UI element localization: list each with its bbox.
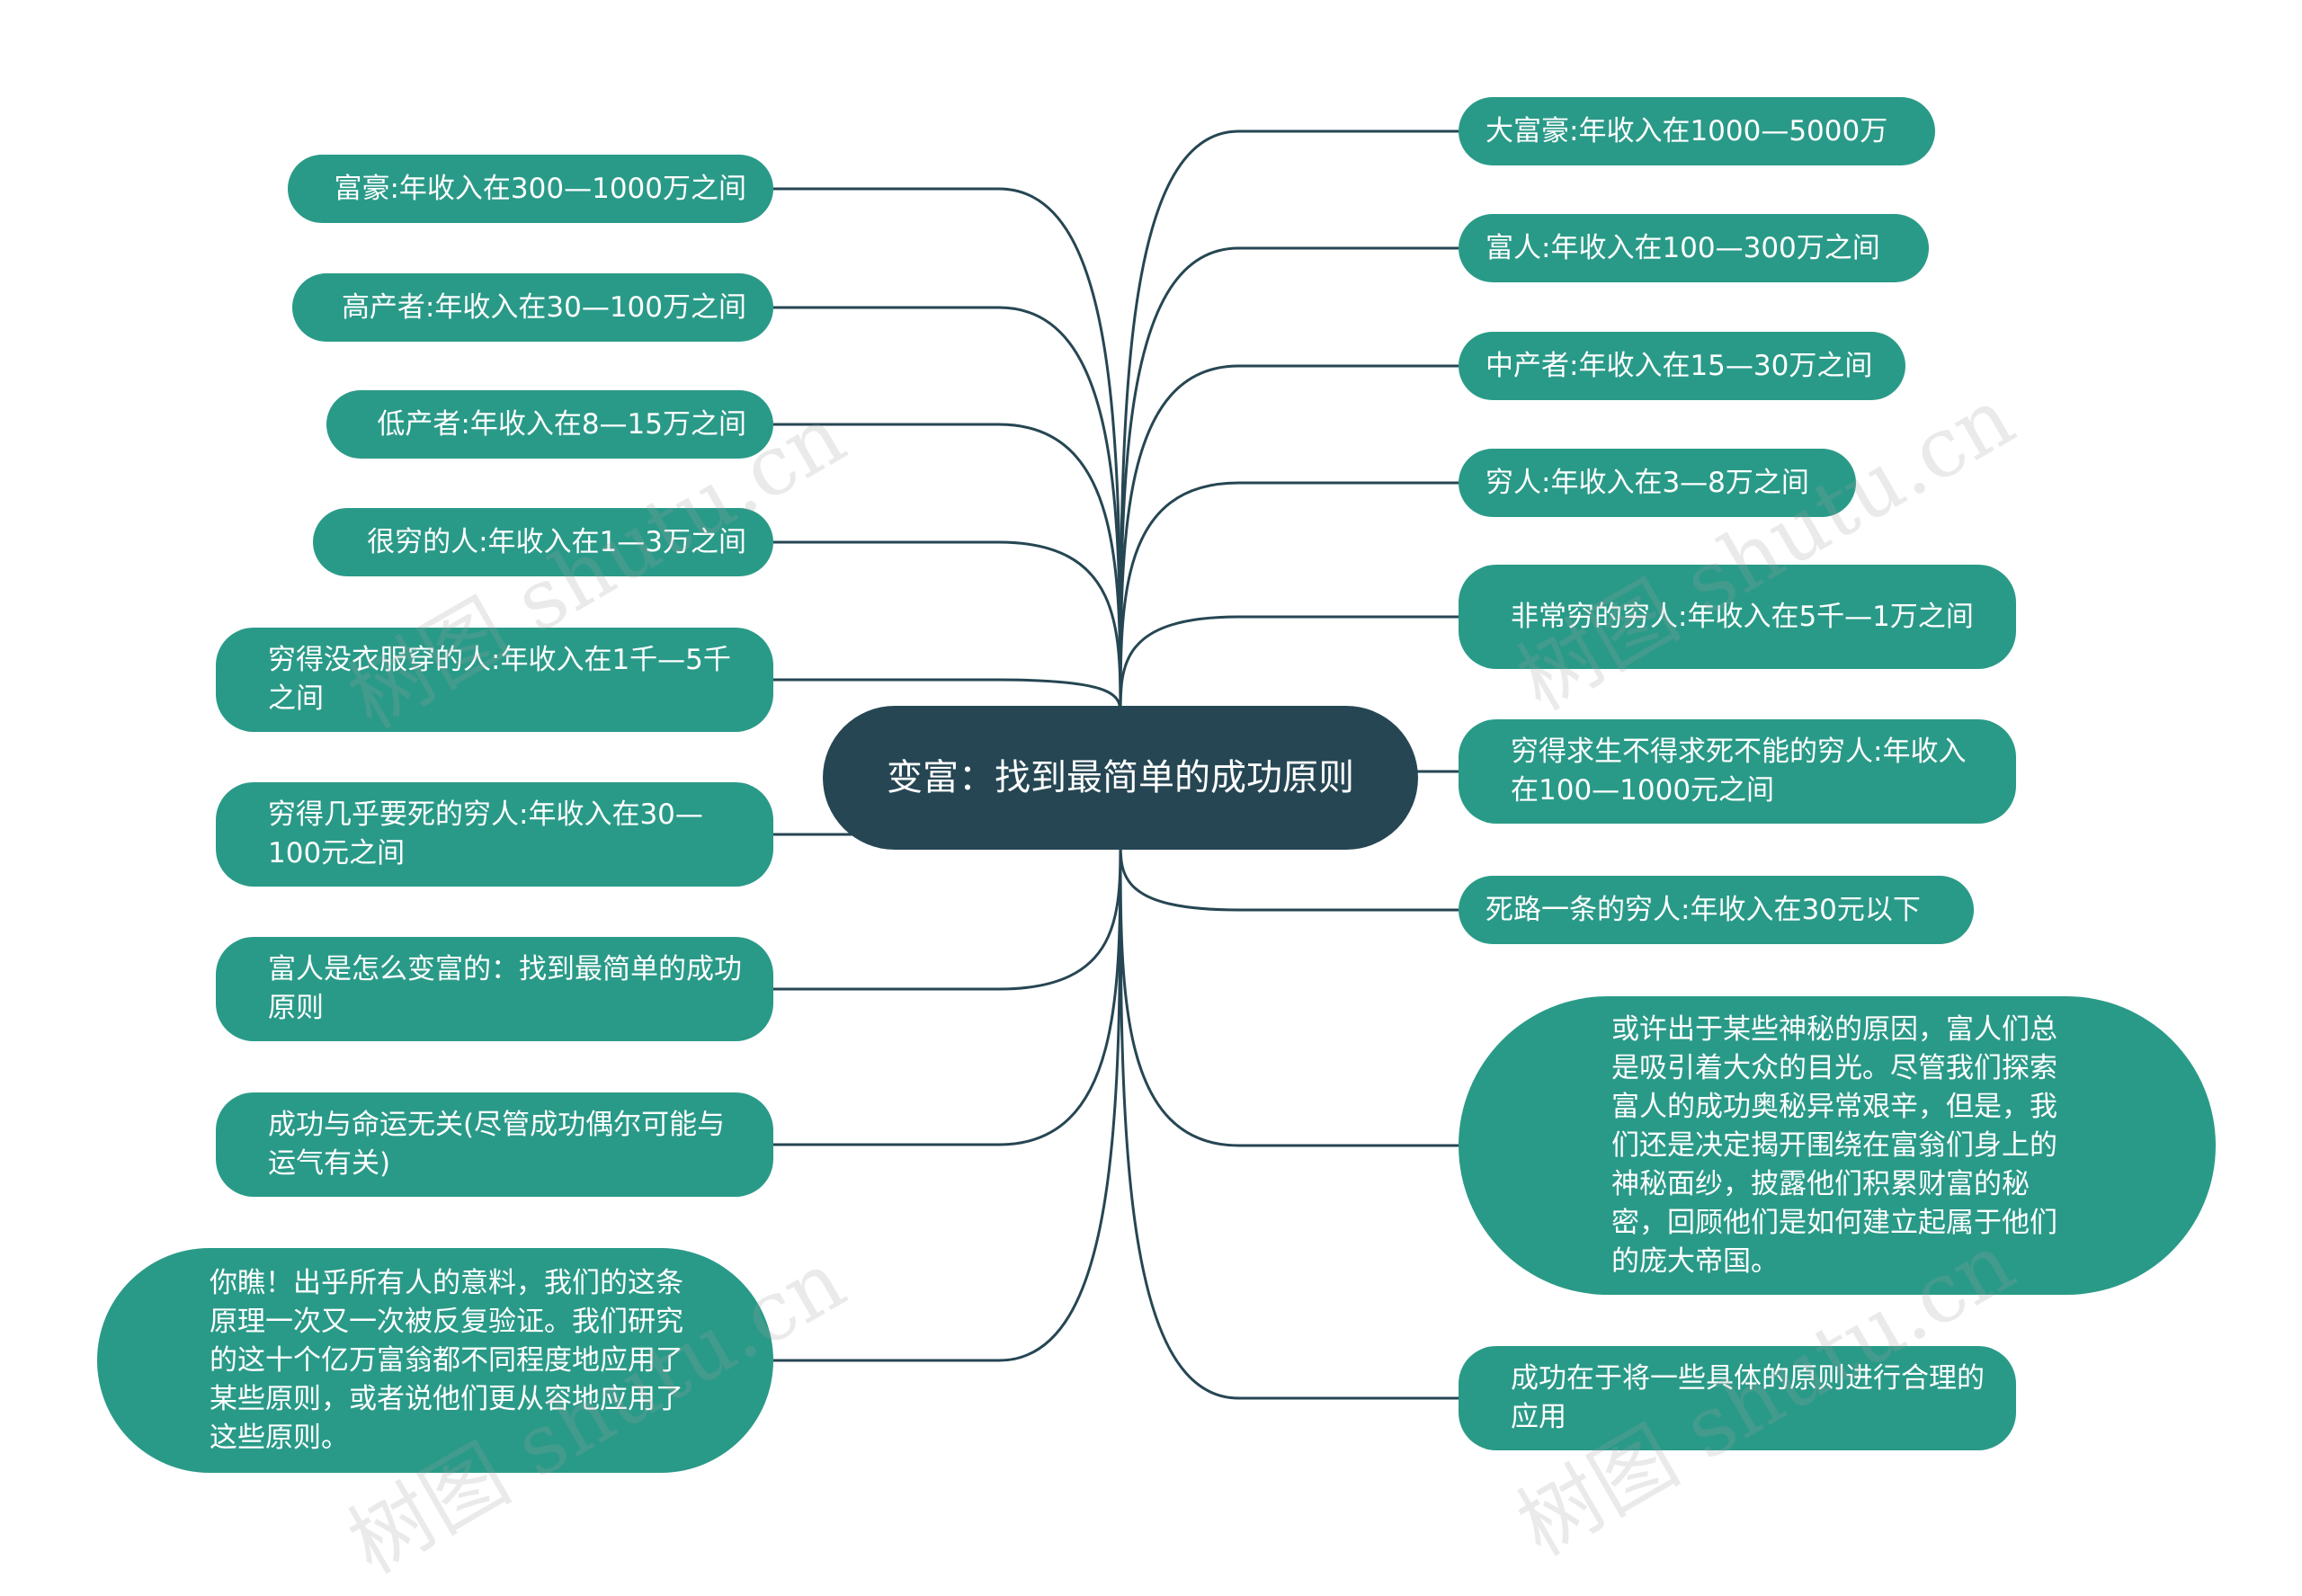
connector-line	[773, 306, 1122, 716]
left-node-label: 高产者:年收入在30—100万之间	[341, 290, 746, 324]
left-node-5[interactable]: 穷得没衣服穿的人:年收入在1千—5千之间	[216, 628, 773, 732]
right-node-2[interactable]: 富人:年收入在100—300万之间	[1459, 214, 1929, 282]
right-node-label: 富人:年收入在100—300万之间	[1486, 231, 1880, 264]
central-topic[interactable]: 变富：找到最简单的成功原则	[823, 706, 1418, 850]
left-node-1[interactable]: 富豪:年收入在300—1000万之间	[288, 155, 773, 223]
right-node-6[interactable]: 穷得求生不得求死不能的穷人:年收入在100—1000元之间	[1459, 719, 2016, 824]
right-node-label: 或许出于某些神秘的原因，富人们总是吸引着大众的目光。尽管我们探索富人的成功奥秘异…	[1611, 1012, 2057, 1278]
right-node-label: 穷得求生不得求死不能的穷人:年收入在100—1000元之间	[1511, 736, 1967, 807]
mind-map: 变富：找到最简单的成功原则 富豪:年收入在300—1000万之间 高产者:年收入…	[97, 97, 2216, 1592]
left-node-label: 富人是怎么变富的：找到最简单的成功原则	[268, 953, 742, 1024]
left-node-label: 低产者:年收入在8—15万之间	[377, 407, 746, 441]
left-node-6[interactable]: 穷得几乎要死的穷人:年收入在30—100元之间	[216, 782, 773, 887]
connector-line	[773, 540, 1122, 716]
left-node-3[interactable]: 低产者:年收入在8—15万之间	[326, 390, 773, 459]
right-node-label: 成功在于将一些具体的原则进行合理的应用	[1511, 1362, 1985, 1433]
right-node-7[interactable]: 死路一条的穷人:年收入在30元以下	[1459, 876, 1974, 944]
left-node-label: 很穷的人:年收入在1—3万之间	[367, 525, 746, 558]
connector-line	[1119, 129, 1459, 716]
left-node-label: 穷得没衣服穿的人:年收入在1千—5千之间	[268, 644, 731, 715]
connector-line	[1119, 840, 1459, 1400]
left-node-label: 你瞧！出乎所有人的意料，我们的这条原理一次又一次被反复验证。我们研究的这十个亿万…	[210, 1266, 683, 1454]
left-node-8[interactable]: 成功与命运无关(尽管成功偶尔可能与运气有关)	[216, 1092, 773, 1197]
right-node-9[interactable]: 成功在于将一些具体的原则进行合理的应用	[1459, 1346, 2016, 1450]
left-node-2[interactable]: 高产者:年收入在30—100万之间	[292, 273, 773, 342]
connector-line	[1119, 364, 1459, 716]
right-node-5[interactable]: 非常穷的穷人:年收入在5千—1万之间	[1459, 565, 2016, 669]
left-node-label: 成功与命运无关(尽管成功偶尔可能与运气有关)	[268, 1109, 726, 1180]
right-node-1[interactable]: 大富豪:年收入在1000—5000万	[1459, 97, 1935, 165]
right-node-label: 中产者:年收入在15—30万之间	[1486, 349, 1873, 382]
left-node-4[interactable]: 很穷的人:年收入在1—3万之间	[313, 508, 773, 576]
connector-line	[1119, 481, 1459, 716]
connector-line	[1119, 615, 1459, 716]
right-node-label: 非常穷的穷人:年收入在5千—1万之间	[1511, 600, 1974, 633]
left-node-7[interactable]: 富人是怎么变富的：找到最简单的成功原则	[216, 937, 773, 1041]
connector-line	[773, 840, 1122, 991]
central-topic-label: 变富：找到最简单的成功原则	[887, 756, 1354, 798]
right-node-label: 死路一条的穷人:年收入在30元以下	[1486, 893, 1921, 926]
left-node-label: 富豪:年收入在300—1000万之间	[334, 172, 746, 205]
connector-line	[1119, 840, 1459, 1147]
right-node-label: 大富豪:年收入在1000—5000万	[1486, 114, 1888, 147]
right-node-label: 穷人:年收入在3—8万之间	[1486, 466, 1809, 499]
right-node-8[interactable]: 或许出于某些神秘的原因，富人们总是吸引着大众的目光。尽管我们探索富人的成功奥秘异…	[1459, 996, 2216, 1295]
connector-line	[773, 840, 1122, 1146]
connector-line	[1119, 840, 1459, 912]
left-node-label: 穷得几乎要死的穷人:年收入在30—100元之间	[268, 798, 703, 869]
right-node-4[interactable]: 穷人:年收入在3—8万之间	[1459, 449, 1856, 517]
right-node-3[interactable]: 中产者:年收入在15—30万之间	[1459, 332, 1905, 400]
left-node-9[interactable]: 你瞧！出乎所有人的意料，我们的这条原理一次又一次被反复验证。我们研究的这十个亿万…	[97, 1248, 773, 1473]
